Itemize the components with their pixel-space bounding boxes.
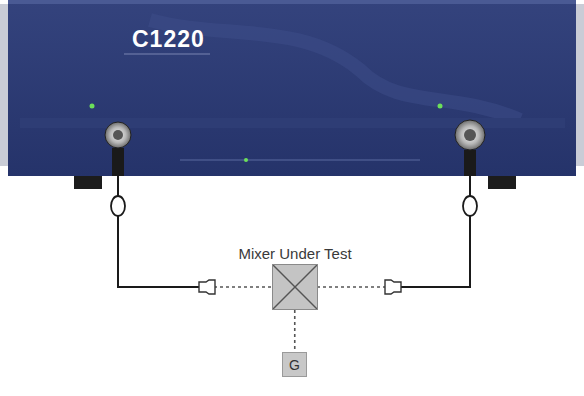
cable-connector [294, 310, 295, 352]
cable-connector [118, 176, 272, 287]
generator-box: G [282, 352, 307, 377]
node-label: Mixer Under Test [238, 245, 351, 262]
mixer-box: Mixer Under Test [272, 264, 318, 310]
network-analyzer: C1220 [8, 0, 576, 176]
node-label: G [289, 357, 300, 373]
node-label: C1220 [132, 26, 205, 53]
mixer-symbol [273, 265, 317, 309]
cable-connector [318, 176, 470, 287]
